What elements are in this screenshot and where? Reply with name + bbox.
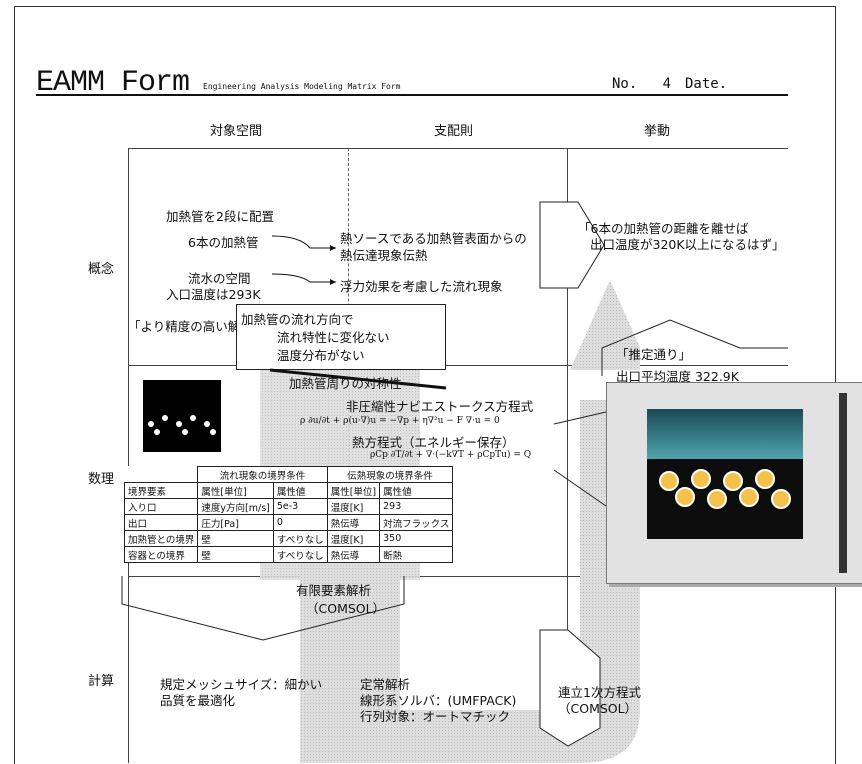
compute-mesh-2: 品質を最適化 bbox=[160, 693, 236, 708]
column-target-space: 対象空間 bbox=[210, 124, 263, 139]
bc-row: 入り口 速度y方向[m/s] 5e-3 温度[K] 293 bbox=[123, 498, 454, 515]
geometry-thumbnail bbox=[143, 380, 221, 452]
concept-space-4: 入口温度は293K bbox=[166, 287, 261, 302]
bc-cell: 断熱 bbox=[379, 546, 454, 563]
compute-linear-2: （COMSOL） bbox=[558, 701, 638, 716]
eq-ns-label: 非圧縮性ナビエストークス方程式 bbox=[346, 399, 534, 414]
bc-row: 出口 圧力[Pa] 0 熱伝導 対流フラックス bbox=[123, 514, 454, 531]
compute-mesh-1: 規定メッシュサイズ：細かい bbox=[160, 677, 323, 692]
compute-solver-2: 線形系ソルバ：(UMFPACK) bbox=[360, 693, 517, 708]
eq-energy-formula: ρCp ∂T/∂t + ∇·(−k∇T + ρCpTu) = Q bbox=[370, 450, 532, 460]
refine-box-3: 温度分布がない bbox=[277, 348, 365, 363]
bc-cell: 熱伝導 bbox=[326, 546, 381, 563]
column-behavior: 挙動 bbox=[644, 124, 671, 139]
bc-header: 属性値 bbox=[272, 482, 328, 499]
bc-header: 属性値 bbox=[379, 482, 454, 499]
bc-row: 加熱管との境界 壁 すべりなし 温度[K] 350 bbox=[123, 530, 454, 547]
concept-space-1: 加熱管を2段に配置 bbox=[166, 209, 274, 224]
concept-behavior-1: 「6本の加熱管の距離を離せば bbox=[578, 221, 749, 236]
grid-top-line bbox=[128, 148, 788, 149]
result-2: 出口平均温度 322.9K bbox=[616, 369, 739, 384]
bc-cell: 0 bbox=[272, 514, 328, 531]
fem-tool: （COMSOL） bbox=[306, 601, 386, 616]
result-chevron bbox=[601, 319, 788, 376]
math-arrows bbox=[553, 411, 607, 507]
bc-header: 属性[単位] bbox=[197, 482, 274, 499]
bc-cell: 5e-3 bbox=[272, 498, 328, 515]
grid-left-line bbox=[128, 148, 129, 763]
concept-space-2: 6本の加熱管 bbox=[188, 235, 259, 250]
compute-solver-1: 定常解析 bbox=[360, 677, 411, 692]
behavior-chevron bbox=[539, 201, 605, 289]
refine-box-2: 流れ特性に変化ない bbox=[277, 330, 390, 345]
bc-cell: 対流フラックス bbox=[379, 514, 454, 531]
form-subtitle: Engineering Analysis Modeling Matrix For… bbox=[203, 82, 401, 91]
bc-cell: 壁 bbox=[197, 530, 274, 547]
refine-box: 加熱管の流れ方向で 流れ特性に変化ない 温度分布がない bbox=[236, 304, 446, 370]
bc-cell: 温度[K] bbox=[326, 498, 381, 515]
bc-header: 属性[単位] bbox=[326, 482, 381, 499]
eq-energy-label: 熱方程式（エネルギー保存） bbox=[352, 435, 515, 450]
grid-right-line bbox=[567, 148, 568, 763]
concept-arrows bbox=[271, 235, 336, 285]
bc-cell: 温度[K] bbox=[326, 530, 381, 547]
compute-solver-3: 行列対象：オートマチック bbox=[360, 709, 511, 724]
column-governing-law: 支配則 bbox=[434, 124, 474, 139]
bc-group-heat: 伝熱現象の境界条件 bbox=[326, 466, 454, 483]
row-math: 数理 bbox=[88, 472, 115, 487]
result-1: 「推定通り」 bbox=[616, 347, 692, 362]
bc-cell: 容器との境界 bbox=[123, 546, 199, 563]
bc-row: 容器との境界 壁 すべりなし 熱伝導 断熱 bbox=[123, 546, 454, 563]
bc-cell: 出口 bbox=[123, 514, 199, 531]
date-label: Date. bbox=[685, 76, 728, 92]
grid-row2-line bbox=[128, 576, 788, 577]
bc-cell: 293 bbox=[379, 498, 454, 515]
row-compute: 計算 bbox=[88, 674, 115, 689]
bc-cell: すべりなし bbox=[272, 530, 328, 547]
number-label: No. bbox=[612, 76, 638, 92]
simulation-plot bbox=[647, 409, 803, 539]
concept-behavior-2: 出口温度が320K以上になるはず」 bbox=[590, 237, 785, 252]
bc-cell: 壁 bbox=[197, 546, 274, 563]
color-scale-bar bbox=[839, 393, 847, 573]
simulation-result-window bbox=[606, 382, 862, 584]
boundary-condition-table: 流れ現象の境界条件 伝熱現象の境界条件 境界要素 属性[単位] 属性値 属性[単… bbox=[123, 466, 454, 563]
bc-cell: 圧力[Pa] bbox=[197, 514, 274, 531]
compute-chevron bbox=[539, 629, 601, 747]
fem-label: 有限要素解析 bbox=[296, 583, 372, 598]
header-rule bbox=[36, 94, 788, 96]
row-concept: 概念 bbox=[88, 262, 115, 277]
compute-linear-1: 連立1次方程式 bbox=[558, 685, 641, 700]
concept-law-2: 熱伝達現象伝熱 bbox=[340, 248, 428, 263]
bc-cell: 熱伝導 bbox=[326, 514, 381, 531]
eq-ns-formula: ρ ∂u/∂t + ρ(u·∇)u = −∇p + η∇²u − F ∇·u =… bbox=[300, 416, 500, 426]
number-value: 4 bbox=[662, 76, 672, 92]
bc-cell: 加熱管との境界 bbox=[123, 530, 199, 547]
fem-chevron bbox=[121, 576, 405, 641]
concept-law-1: 熱ソースである加熱管表面からの bbox=[340, 231, 527, 246]
grid-row1-line bbox=[128, 365, 788, 366]
concept-law-3: 浮力効果を考慮した流れ現象 bbox=[340, 279, 503, 294]
symmetry-strike bbox=[269, 368, 447, 390]
bc-group-flow: 流れ現象の境界条件 bbox=[197, 466, 328, 483]
refine-box-1: 加熱管の流れ方向で bbox=[241, 312, 354, 327]
bc-header: 境界要素 bbox=[123, 482, 199, 499]
bc-cell: すべりなし bbox=[272, 546, 328, 563]
number-field: No. 4 bbox=[612, 76, 671, 92]
bc-cell: 入り口 bbox=[123, 498, 199, 515]
bc-cell: 350 bbox=[379, 530, 454, 547]
bc-cell: 速度y方向[m/s] bbox=[197, 498, 274, 515]
concept-space-3: 流水の空間 bbox=[188, 271, 251, 286]
